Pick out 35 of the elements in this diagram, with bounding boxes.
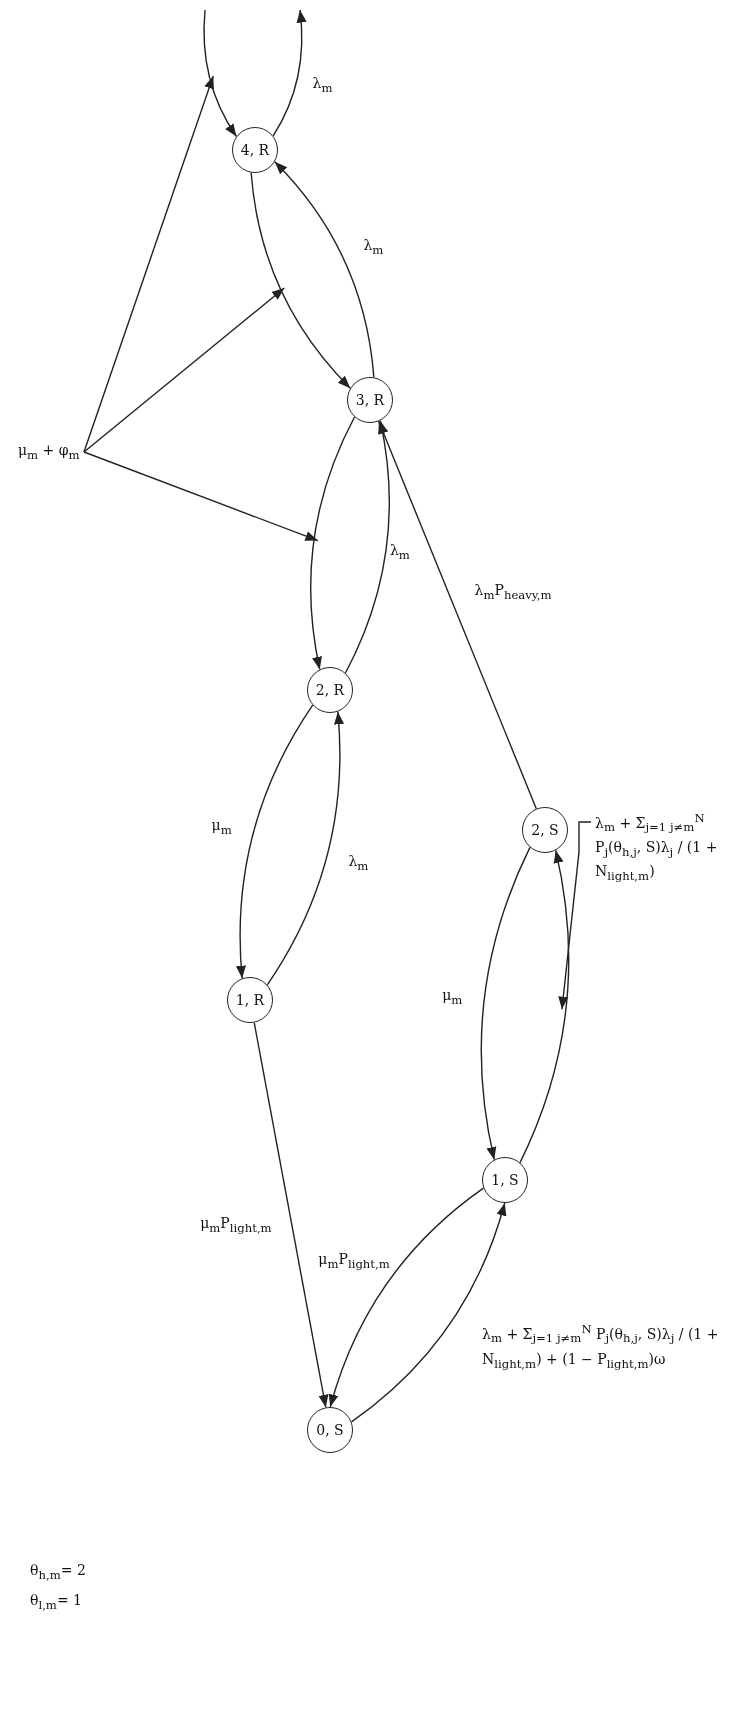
arrow — [519, 849, 570, 1164]
arrow — [329, 1187, 485, 1408]
arrow — [266, 710, 344, 986]
arrow — [377, 420, 538, 810]
rate-expression: μ$_{m}$ + φ$_{m}$ — [18, 440, 80, 465]
leader-line — [83, 75, 214, 453]
edge-label: μ$_{m}$P$_{light,m}$ — [198, 1215, 274, 1235]
arrow — [310, 416, 356, 671]
state-circle: 3, R — [347, 377, 393, 423]
edge-label: λ$_{m}$ — [387, 542, 412, 562]
state-circle: 0, S — [307, 1407, 353, 1453]
arrow — [203, 9, 238, 138]
arrow — [253, 1021, 329, 1409]
edge-label: λ$_{m}$P$_{heavy,m}$ — [472, 582, 554, 603]
state-circle: 1, S — [482, 1157, 528, 1203]
state-circle: 2, R — [307, 667, 353, 713]
edge-label: λ$_{m}$ — [361, 237, 386, 257]
state-circle: 1, R — [227, 977, 273, 1023]
arrow — [236, 704, 314, 980]
edge-label: μ$_{m}$P$_{light,m}$ — [316, 1250, 392, 1271]
edge-label: λ$_{m}$ — [346, 852, 371, 873]
leader-line — [83, 287, 286, 453]
edge-label: λ$_{m}$ — [310, 74, 335, 95]
leader-line — [83, 451, 319, 542]
arrow — [350, 1202, 506, 1423]
arrow — [344, 419, 390, 674]
state-circle: 2, S — [522, 807, 568, 853]
arrow — [480, 846, 531, 1161]
parameter-text: θ$_{h,m}$= 2 — [30, 1561, 86, 1584]
parameter-text: θ$_{l,m}$= 1 — [30, 1591, 83, 1614]
arrow — [274, 161, 375, 379]
arrow — [272, 9, 307, 137]
leader-line — [558, 821, 592, 1010]
arrow — [250, 171, 351, 389]
state-circle: 4, R — [232, 127, 278, 173]
